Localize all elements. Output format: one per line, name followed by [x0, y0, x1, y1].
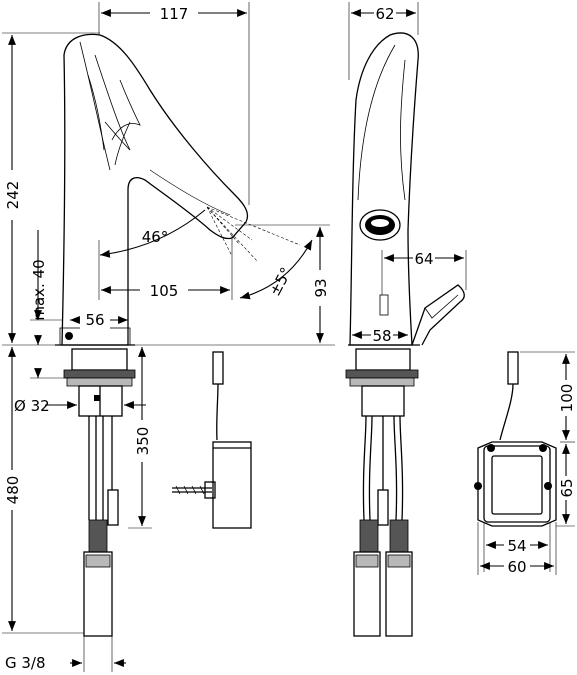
dim-max-40: max. 40: [30, 259, 48, 320]
dim-65: 65: [558, 478, 576, 497]
front-lower-dimensions: 480 Ø 32 350 G 3/8: [2, 347, 152, 672]
dim-62: 62: [375, 5, 394, 23]
front-view-faucet: [55, 33, 301, 346]
dim-56: 56: [85, 311, 104, 329]
side-view-faucet: [348, 32, 465, 346]
sensor-box-front: [474, 351, 557, 527]
dim-105: 105: [150, 282, 179, 300]
dim-58: 58: [372, 327, 391, 345]
sensor-box-dimensions: 100 65 54 60: [477, 351, 576, 576]
dim-480: 480: [4, 476, 22, 505]
dim-93: 93: [312, 278, 330, 297]
dim-60: 60: [507, 558, 526, 576]
front-under-counter: [63, 348, 136, 637]
dim-100: 100: [558, 384, 576, 413]
side-under-counter: [345, 348, 419, 637]
dim-diameter-32: Ø 32: [14, 397, 50, 415]
dim-54: 54: [507, 537, 526, 555]
sensor-dot: [65, 332, 73, 340]
dim-242: 242: [4, 181, 22, 210]
dim-thread-g38: G 3/8: [5, 654, 46, 672]
dim-angle-46: 46°: [142, 228, 169, 246]
dim-117: 117: [160, 5, 189, 23]
front-dimensions: 117 242 max. 40 56 46° 105 ±5° 93: [2, 2, 335, 346]
dim-350: 350: [134, 427, 152, 456]
dim-64: 64: [414, 250, 433, 268]
sensor-box-side: [172, 351, 252, 529]
side-dimensions: 62 64 58: [348, 2, 467, 345]
